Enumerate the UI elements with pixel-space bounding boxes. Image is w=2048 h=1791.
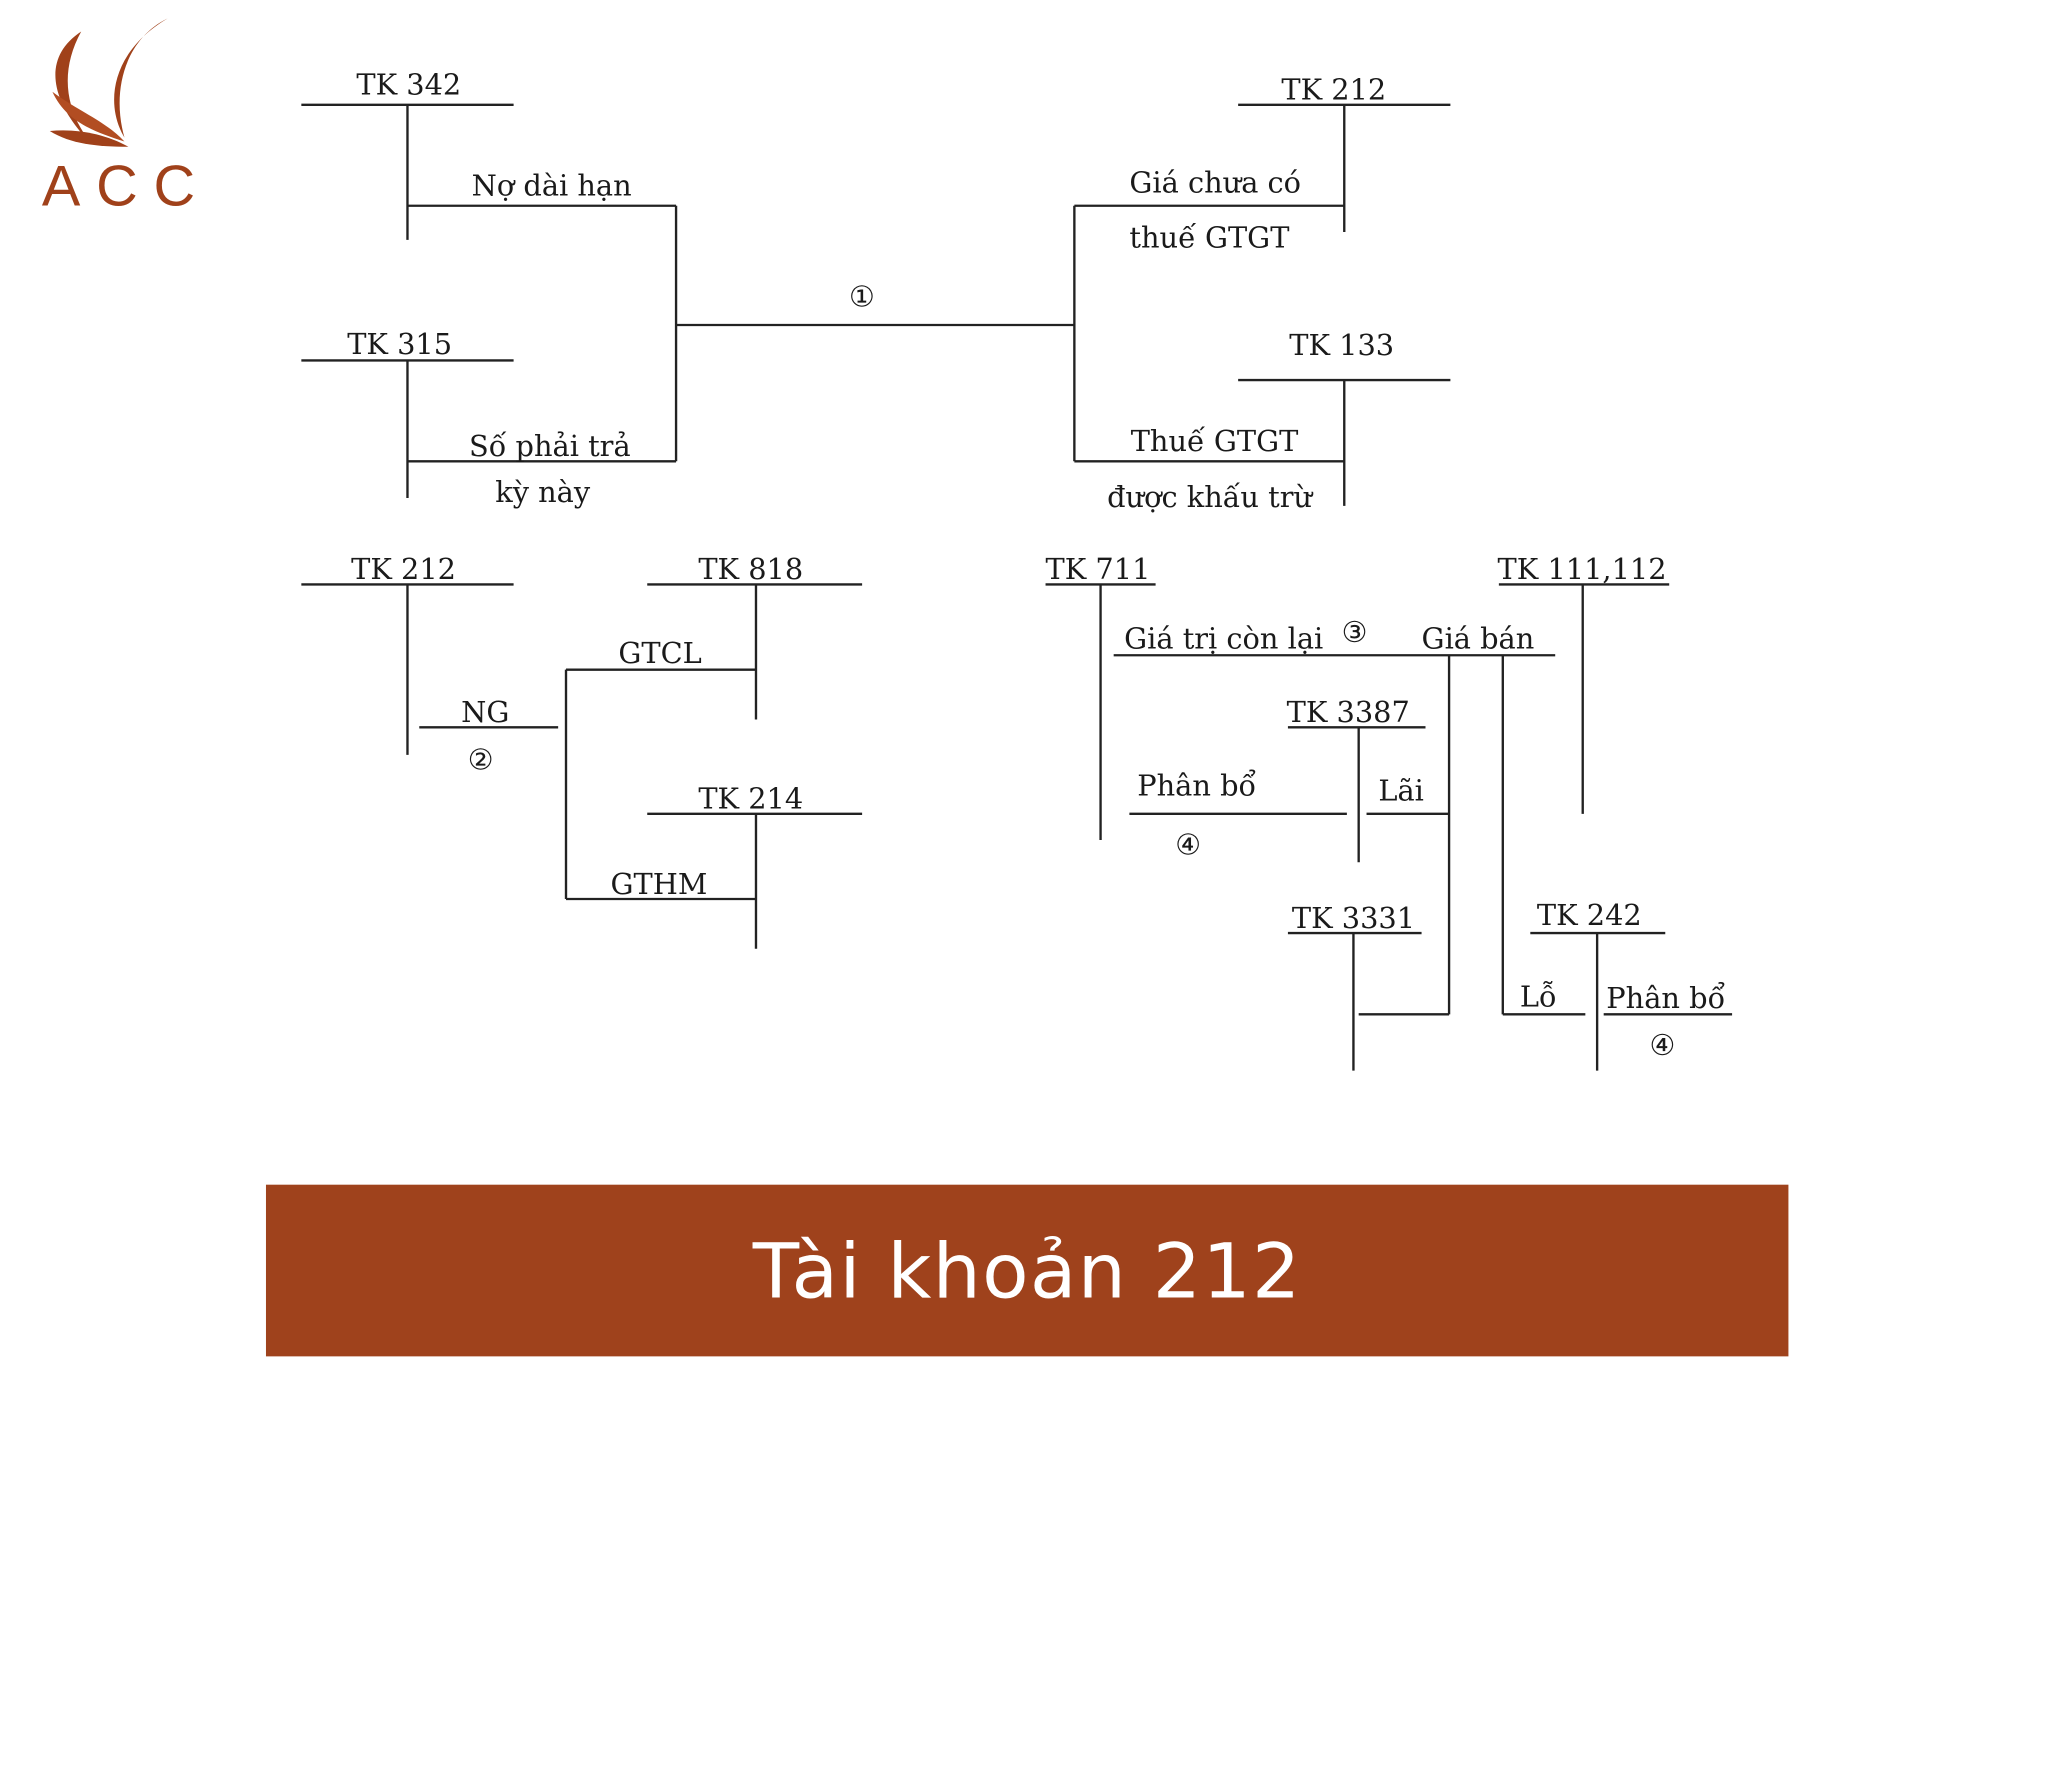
- tk214-label: TK 214: [698, 782, 803, 816]
- gia-tri-con-lai-label: Giá trị còn lại: [1124, 622, 1323, 656]
- gthm-label: GTHM: [611, 867, 708, 901]
- gtcl-label: GTCL: [618, 636, 701, 670]
- gia-chua-co-label: Giá chưa có: [1129, 166, 1301, 200]
- ky-nay-label: kỳ này: [495, 475, 591, 509]
- tk818-label: TK 818: [698, 552, 803, 586]
- so-phai-tra-label: Số phải trả: [469, 429, 631, 463]
- title-banner: Tài khoản 212: [265, 1184, 1789, 1357]
- step-1-marker: ①: [849, 280, 875, 314]
- tk315-label: TK 315: [347, 327, 452, 361]
- tk212-left-label: TK 212: [351, 552, 456, 586]
- phan-bo-1-label: Phân bổ: [1137, 768, 1256, 802]
- step-2-marker: ②: [468, 742, 494, 776]
- tk111-112-label: TK 111,112: [1498, 552, 1667, 586]
- tk3387-label: TK 3387: [1287, 695, 1410, 729]
- step-3-marker: ③: [1342, 615, 1368, 649]
- logo-text: ACC: [41, 154, 211, 219]
- step-4a-marker: ④: [1175, 827, 1201, 861]
- thue-gtgt-label: Thuế GTGT: [1131, 424, 1299, 458]
- lo-label: Lỗ: [1520, 979, 1557, 1013]
- step-4b-marker: ④: [1650, 1028, 1676, 1062]
- thue-gtgt-label-a: thuế GTGT: [1129, 221, 1289, 255]
- lai-label: Lãi: [1378, 774, 1424, 808]
- gia-ban-label: Giá bán: [1422, 622, 1535, 656]
- tk342-label: TK 342: [356, 67, 461, 101]
- banner-title: Tài khoản 212: [752, 1225, 1302, 1316]
- t-account-diagram: TK 342 Nợ dài hạn TK 315 Số phải trả kỳ …: [301, 67, 1733, 1071]
- tk242-label: TK 242: [1537, 898, 1642, 932]
- tk3331-label: TK 3331: [1292, 901, 1415, 935]
- tk212-top-label: TK 212: [1281, 73, 1386, 107]
- tk711-label: TK 711: [1046, 552, 1151, 586]
- tk133-label: TK 133: [1289, 328, 1394, 362]
- acc-logo: ACC: [0, 0, 197, 223]
- phan-bo-2-label: Phân bổ: [1606, 981, 1725, 1015]
- duoc-khau-tru-label: được khấu trừ: [1107, 480, 1313, 514]
- no-dai-han-label: Nợ dài hạn: [472, 168, 632, 202]
- flame-icon: [49, 18, 168, 147]
- ng-label: NG: [461, 695, 509, 729]
